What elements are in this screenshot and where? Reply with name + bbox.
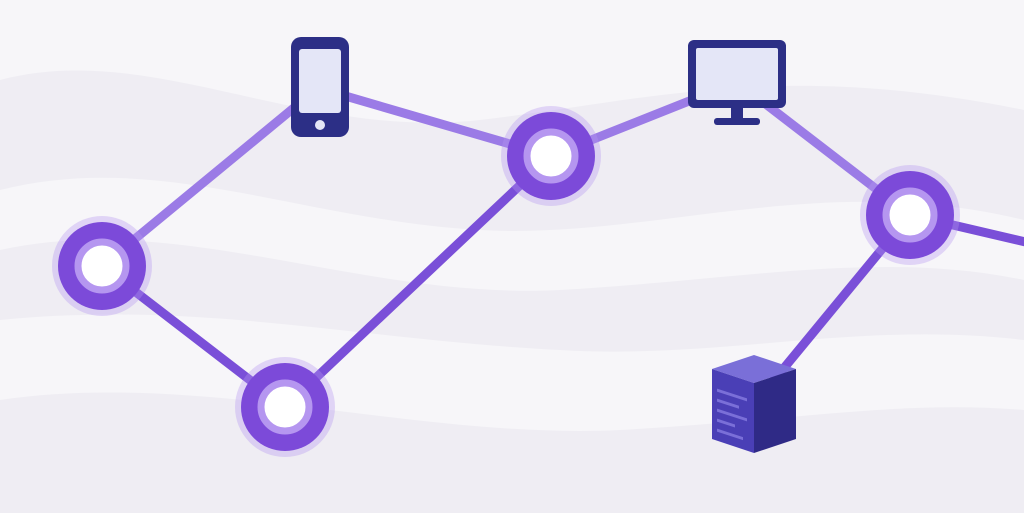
node-bottom bbox=[235, 357, 335, 457]
link-bottom-to-middle bbox=[280, 151, 556, 412]
monitor-icon bbox=[688, 40, 786, 125]
node-left bbox=[52, 216, 152, 316]
server-icon bbox=[712, 355, 796, 453]
link-left-to-phone bbox=[97, 83, 323, 271]
background-wave bbox=[0, 239, 1024, 352]
node-middle bbox=[501, 106, 601, 206]
background-wave bbox=[0, 392, 1024, 513]
node-right bbox=[860, 165, 960, 265]
smartphone-icon bbox=[291, 37, 349, 137]
